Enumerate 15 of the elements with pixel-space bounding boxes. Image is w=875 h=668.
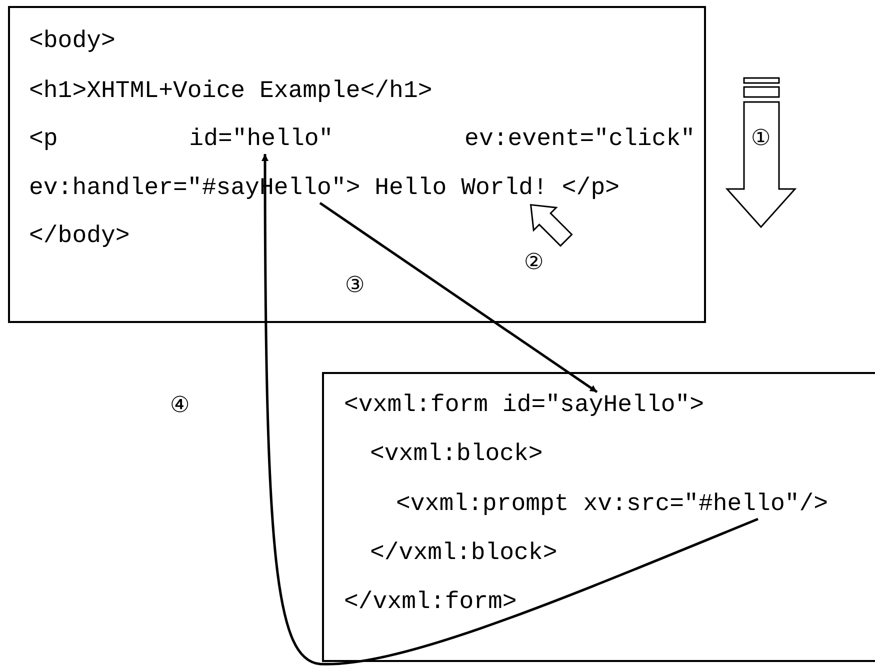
- code-panel: [8, 6, 706, 323]
- arrow: [262, 154, 758, 666]
- code-line: </vxml:block>: [370, 540, 558, 568]
- code-line: </body>: [29, 223, 130, 251]
- step-number: ①: [751, 127, 771, 149]
- code-line: <vxml:block>: [370, 441, 543, 469]
- code-panel: [322, 372, 875, 662]
- code-line: <p id="hello" ev:event="click": [29, 126, 695, 154]
- code-line: <vxml:form id="sayHello">: [344, 392, 704, 420]
- code-line: <body>: [29, 28, 116, 56]
- code-line: </vxml:form>: [344, 589, 517, 617]
- code-line: <vxml:prompt xv:src="#hello"/>: [396, 491, 828, 519]
- step-number: ②: [524, 251, 544, 273]
- arrow: [319, 202, 598, 394]
- code-line: <h1>XHTML+Voice Example</h1>: [29, 78, 432, 106]
